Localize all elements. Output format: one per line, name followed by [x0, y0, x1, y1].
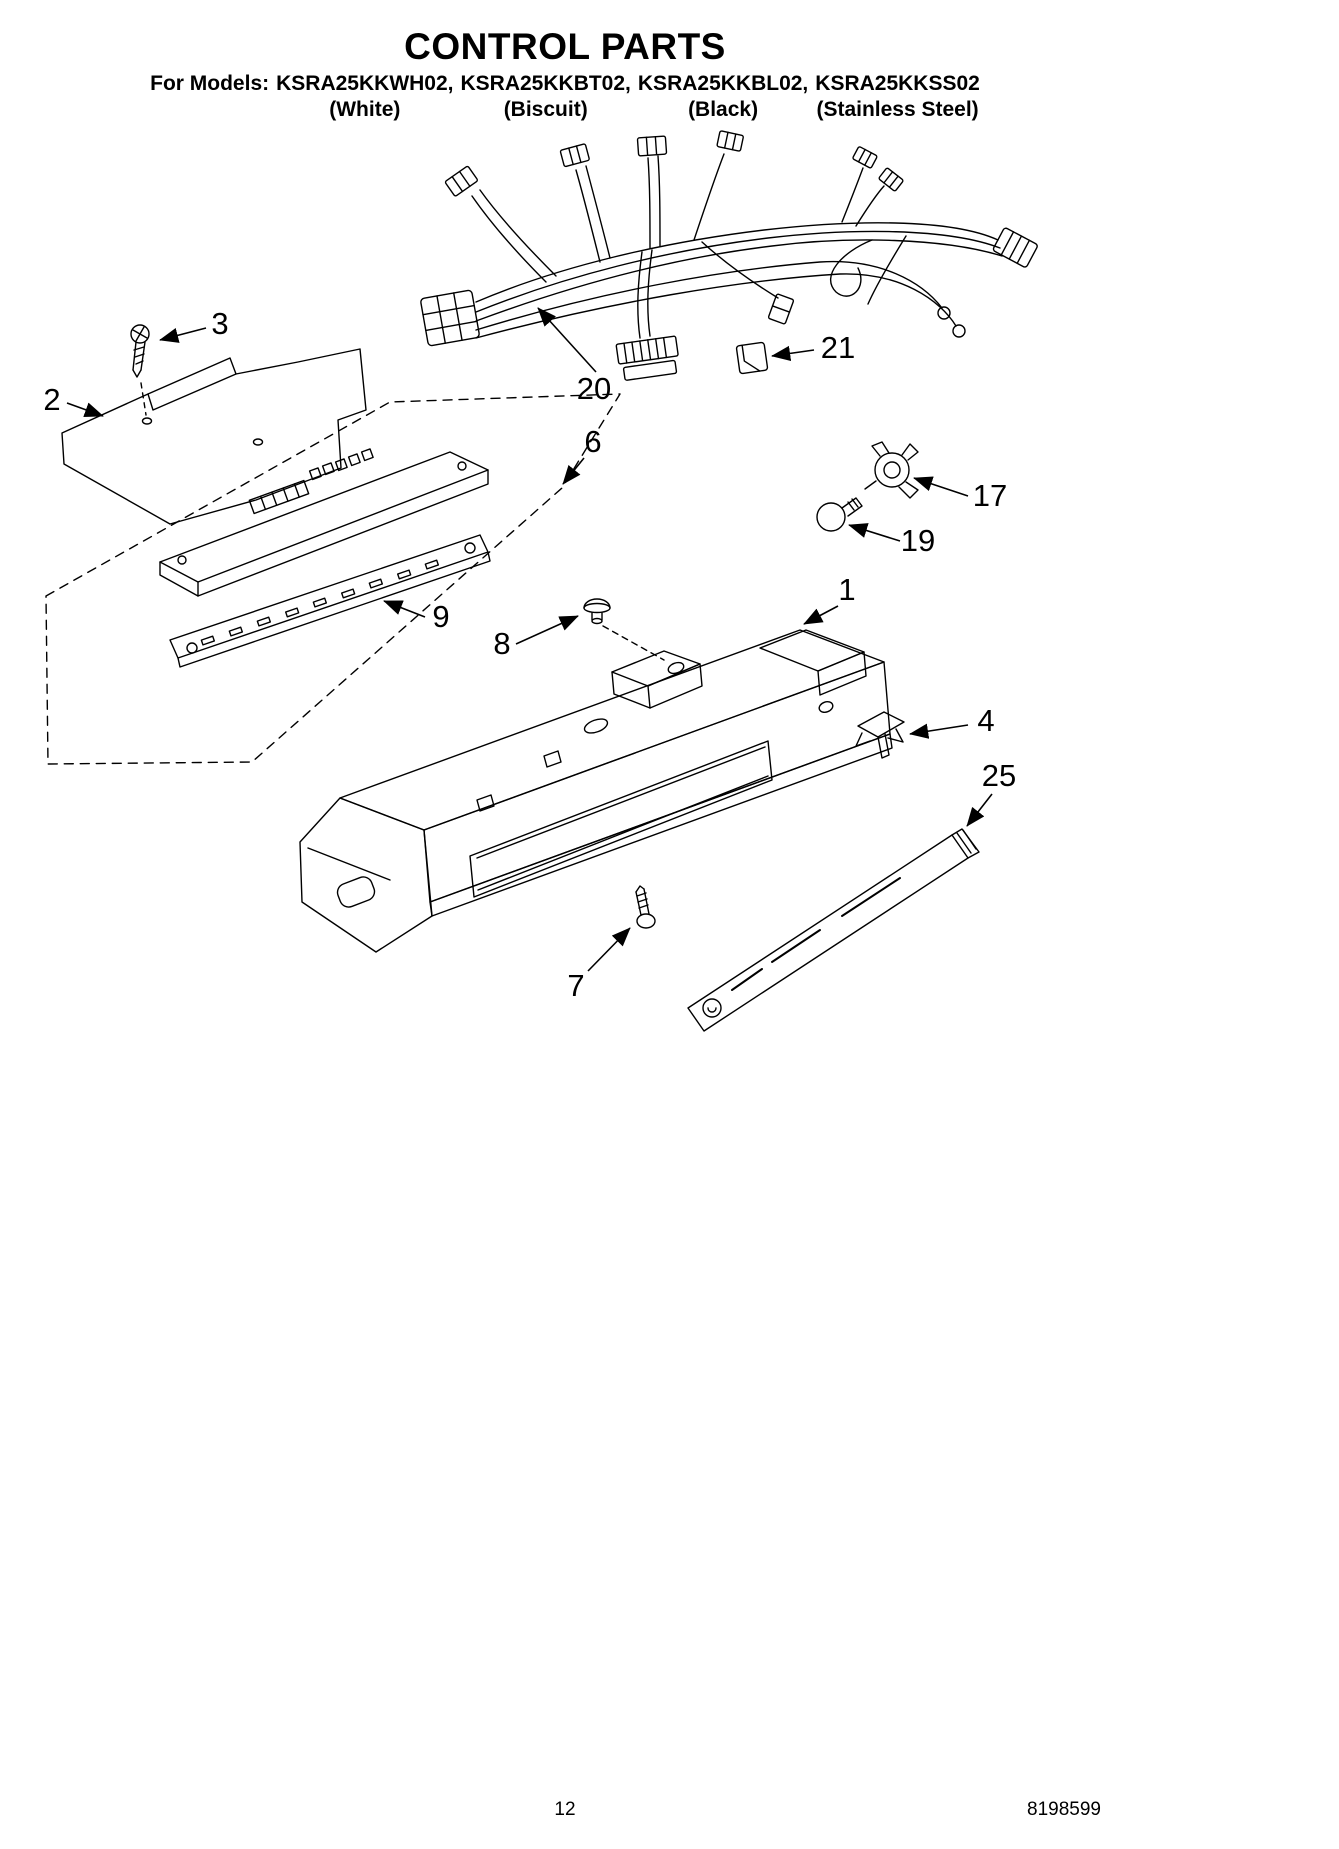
page-header: CONTROL PARTS For Models: KSRA25KKWH02, … — [0, 26, 1130, 122]
callout-number: 17 — [973, 478, 1007, 513]
ring-terminal — [937, 306, 951, 320]
assembly-axis-dashed — [140, 382, 147, 416]
harness-connector — [767, 293, 795, 325]
callout-1: 1 — [803, 572, 856, 625]
callout-25: 25 — [966, 758, 1016, 827]
ring-terminal — [952, 324, 966, 338]
models-label: For Models: — [150, 72, 270, 95]
control-shield — [61, 348, 367, 525]
lamp-socket — [864, 441, 919, 499]
models-list: For Models: KSRA25KKWH02, (White) KSRA25… — [0, 71, 1130, 122]
grommet — [583, 598, 611, 625]
document-number: 8198599 — [1027, 1799, 1101, 1820]
callout-2: 2 — [43, 382, 104, 418]
callout-19: 19 — [848, 523, 935, 558]
callout-number: 9 — [432, 599, 449, 634]
callout-21: 21 — [771, 330, 855, 365]
callout-number: 2 — [43, 382, 60, 417]
callout-number: 3 — [211, 306, 228, 341]
harness-connector — [992, 227, 1038, 268]
model-entry: KSRA25KKBL02, (Black) — [638, 71, 808, 122]
grommet-axis-dashed — [602, 625, 665, 661]
callout-number: 8 — [493, 626, 510, 661]
model-finish: (Black) — [688, 97, 759, 121]
harness-connector — [716, 130, 744, 152]
trim-panel — [687, 828, 980, 1032]
harness-connector — [852, 146, 878, 169]
harness-ribbon-connector — [615, 335, 679, 381]
model-finish: (White) — [329, 97, 401, 121]
callout-7: 7 — [567, 927, 631, 1003]
harness-connector — [636, 135, 668, 157]
callout-number: 21 — [821, 330, 855, 365]
callout-3: 3 — [159, 306, 229, 343]
model-code: KSRA25KKBT02, — [460, 72, 631, 95]
model-finish: (Biscuit) — [503, 97, 588, 121]
harness-clip — [735, 341, 769, 375]
callout-17: 17 — [913, 476, 1007, 513]
callout-20: 20 — [537, 307, 611, 406]
assembly-boundary-dashed — [45, 393, 621, 765]
callout-number: 20 — [577, 371, 611, 406]
page-title: CONTROL PARTS — [404, 26, 726, 67]
callout-8: 8 — [493, 615, 579, 661]
callout-number: 1 — [838, 572, 855, 607]
callout-number: 7 — [567, 968, 584, 1003]
model-code: KSRA25KKWH02, — [276, 72, 454, 95]
callout-6: 6 — [562, 424, 602, 485]
screw-top — [130, 324, 150, 378]
harness-connector — [559, 143, 590, 168]
wiring-harness — [420, 130, 1038, 381]
harness-main-connector — [420, 289, 480, 347]
control-board-assembly — [159, 448, 491, 668]
control-housing — [299, 629, 893, 953]
callout-number: 19 — [901, 523, 935, 558]
page-number: 12 — [554, 1799, 576, 1820]
push-fastener — [855, 711, 905, 759]
model-entry: KSRA25KKBT02, (Biscuit) — [461, 71, 631, 122]
light-bulb — [816, 497, 863, 532]
callout-4: 4 — [909, 703, 995, 739]
model-code: KSRA25KKSS02 — [815, 72, 980, 95]
model-entry: KSRA25KKSS02 (Stainless Steel) — [815, 71, 980, 122]
model-code: KSRA25KKBL02, — [637, 72, 809, 95]
callouts: 3 2 20 21 6 17 — [43, 306, 1016, 1003]
harness-connector — [444, 165, 478, 197]
callout-number: 6 — [584, 424, 601, 459]
callout-9: 9 — [383, 599, 450, 634]
callout-number: 25 — [982, 758, 1016, 793]
model-finish: (Stainless Steel) — [816, 97, 979, 121]
callout-number: 4 — [977, 703, 994, 738]
screw-bottom — [635, 885, 656, 929]
model-entry: KSRA25KKWH02, (White) — [276, 71, 453, 122]
harness-connector — [878, 167, 904, 192]
